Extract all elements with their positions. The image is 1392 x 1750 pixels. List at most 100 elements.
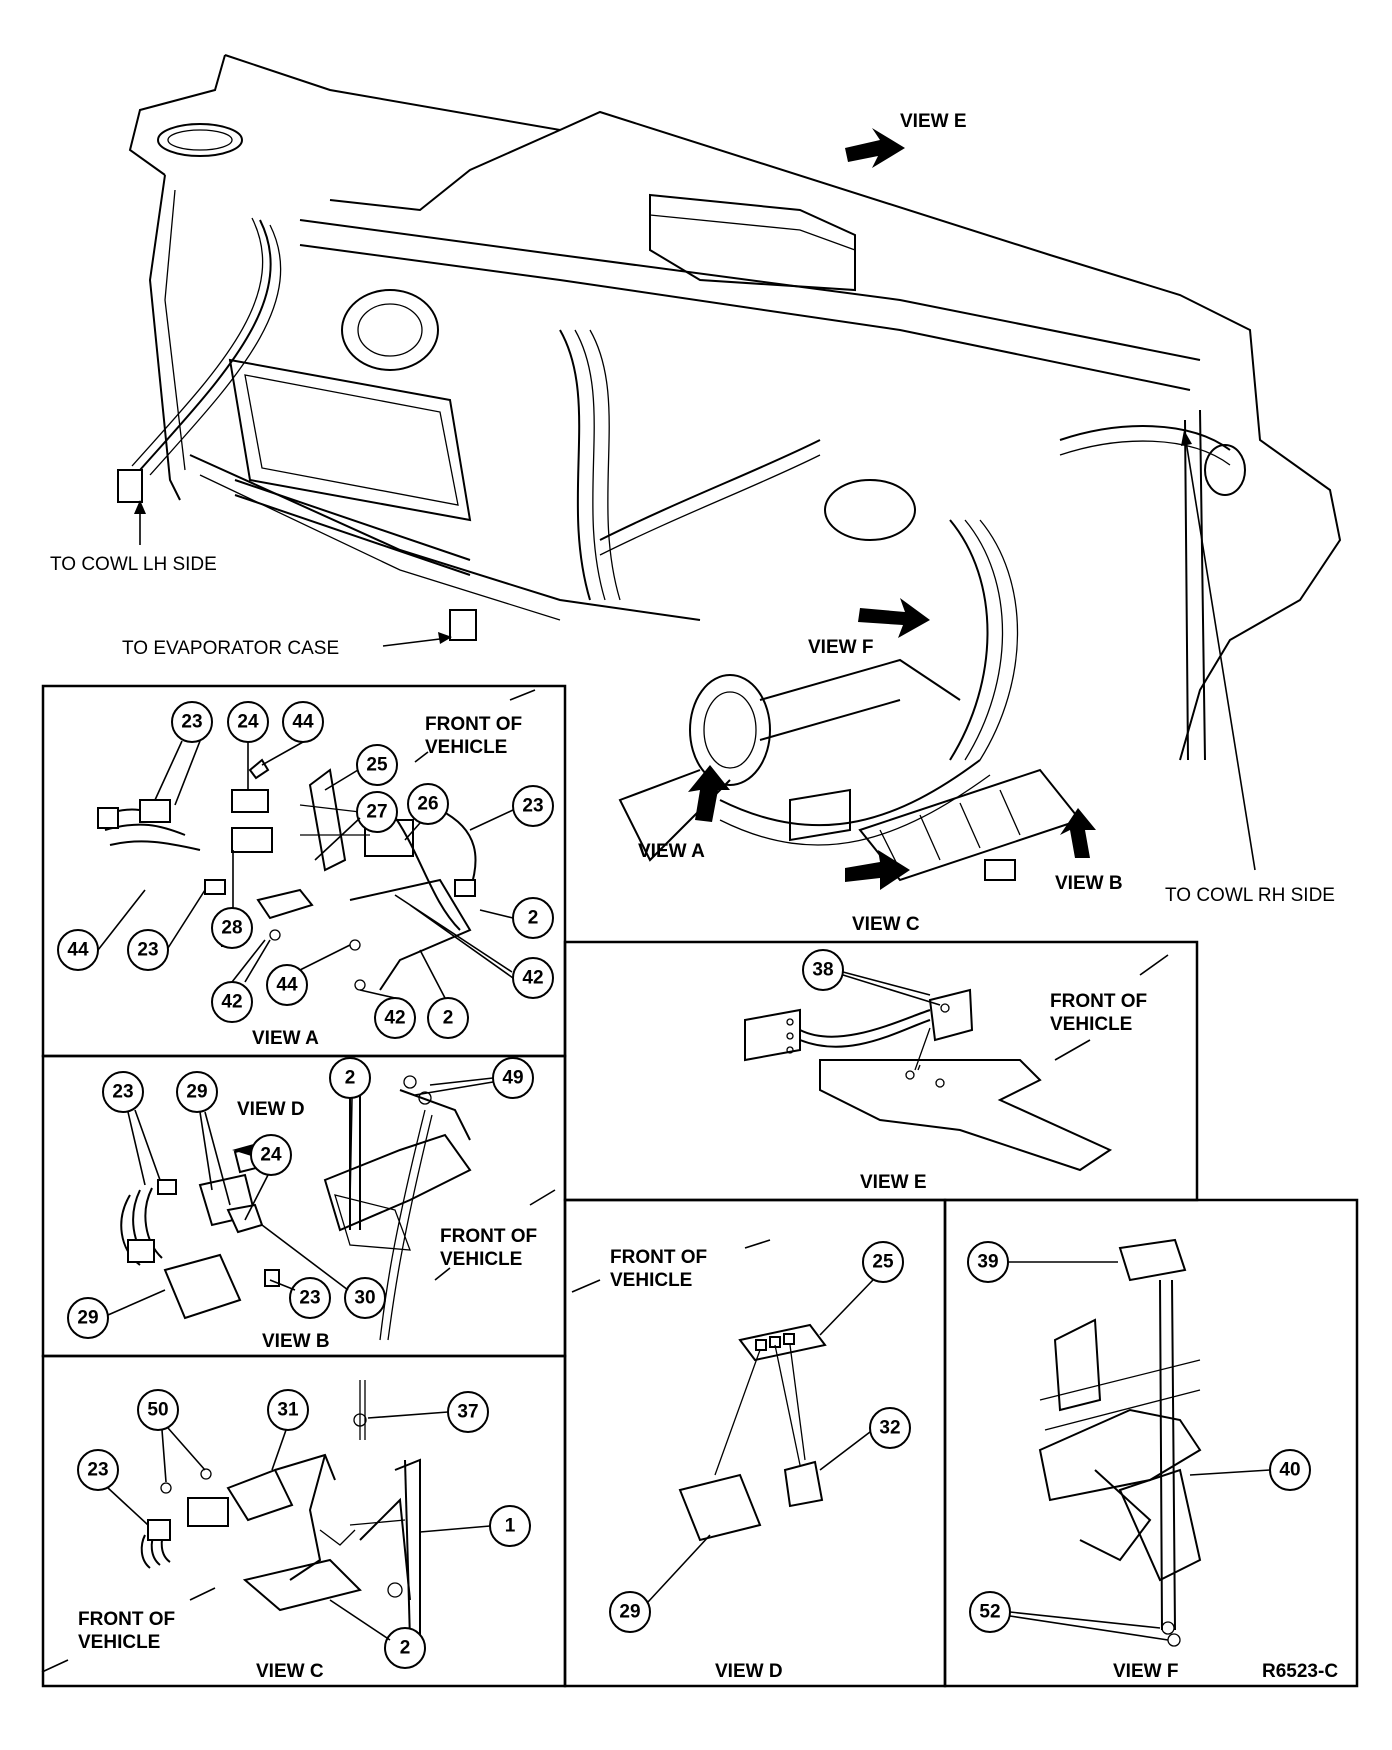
svg-text:24: 24: [237, 712, 259, 733]
svg-text:52: 52: [979, 1602, 1000, 1623]
callout: 27: [356, 791, 398, 833]
svg-text:44: 44: [67, 940, 89, 961]
callout: 50: [137, 1389, 179, 1431]
callout: 24: [250, 1134, 292, 1176]
evaporator-label: TO EVAPORATOR CASE: [122, 632, 452, 659]
svg-text:30: 30: [354, 1288, 375, 1309]
view-e-detail: [744, 988, 1113, 1172]
callout: 2: [329, 1057, 371, 1099]
view-b-caption: VIEW B: [262, 1331, 330, 1352]
callout: 40: [1269, 1449, 1311, 1491]
callout: 39: [967, 1241, 1009, 1283]
view-c-caption: VIEW C: [256, 1661, 324, 1682]
trim-strip: [234, 479, 471, 576]
svg-text:VEHICLE: VEHICLE: [610, 1270, 692, 1291]
view-b-d-pointer: VIEW D: [237, 1099, 305, 1120]
reference-code: R6523-C: [1262, 1661, 1338, 1682]
svg-text:29: 29: [186, 1082, 207, 1103]
svg-text:44: 44: [276, 975, 298, 996]
callout: 38: [802, 949, 844, 991]
svg-text:FRONT OF: FRONT OF: [610, 1247, 707, 1268]
callout: 23: [289, 1277, 331, 1319]
view-e-caption: VIEW E: [860, 1172, 927, 1193]
view-f-pointer: VIEW F: [808, 598, 930, 658]
svg-text:VIEW F: VIEW F: [808, 637, 873, 658]
svg-text:49: 49: [502, 1068, 523, 1089]
callout: 49: [492, 1057, 534, 1099]
callout: 23: [512, 785, 554, 827]
lh-cowl-connector: [117, 469, 143, 503]
view-c-detail: [140, 1380, 421, 1651]
callout: 44: [266, 964, 308, 1006]
view-f-detail: [1038, 1238, 1202, 1647]
callout: 23: [127, 929, 169, 971]
svg-text:23: 23: [299, 1288, 320, 1309]
svg-text:42: 42: [522, 968, 543, 989]
evaporator-connector: [449, 609, 477, 641]
lh-cowl-label: TO COWL LH SIDE: [50, 500, 217, 575]
svg-text:FRONT OF: FRONT OF: [1050, 991, 1147, 1012]
callout: 28: [211, 907, 253, 949]
view-e-callouts: 38: [802, 949, 941, 1006]
svg-text:38: 38: [812, 960, 833, 981]
view-a-callouts: 23 24 44 25 27 26 23 44 28 23 2 42 44 42…: [57, 701, 554, 1039]
main-wire-harness: [131, 217, 1231, 846]
svg-text:42: 42: [221, 992, 242, 1013]
svg-text:VIEW E: VIEW E: [900, 111, 967, 132]
svg-text:TO COWL RH SIDE: TO COWL RH SIDE: [1165, 885, 1335, 906]
svg-text:23: 23: [112, 1082, 133, 1103]
svg-text:TO EVAPORATOR CASE: TO EVAPORATOR CASE: [122, 638, 339, 659]
svg-text:28: 28: [221, 918, 242, 939]
callout: 52: [969, 1591, 1011, 1633]
svg-text:37: 37: [457, 1402, 478, 1423]
svg-text:24: 24: [260, 1145, 282, 1166]
svg-text:FRONT OF: FRONT OF: [425, 714, 522, 735]
panel-view-f: [943, 1198, 1359, 1688]
view-d-callouts: 25 32 29: [609, 1241, 911, 1633]
callout: 44: [57, 929, 99, 971]
svg-text:1: 1: [505, 1516, 516, 1537]
view-f-callouts: 39 40 52: [967, 1241, 1311, 1641]
callout: 2: [512, 897, 554, 939]
svg-text:VIEW D: VIEW D: [237, 1099, 305, 1120]
steering-column-boot: [618, 658, 961, 862]
view-d-caption: VIEW D: [715, 1661, 783, 1682]
svg-text:TO COWL LH SIDE: TO COWL LH SIDE: [50, 554, 217, 575]
svg-text:VIEW C: VIEW C: [852, 914, 920, 935]
panel-view-e: [563, 940, 1199, 1202]
svg-text:VEHICLE: VEHICLE: [1050, 1014, 1132, 1035]
svg-text:29: 29: [77, 1308, 98, 1329]
callout: 23: [171, 701, 213, 743]
svg-text:VEHICLE: VEHICLE: [425, 737, 507, 758]
rh-cowl-label: TO COWL RH SIDE: [1165, 430, 1335, 906]
svg-text:VEHICLE: VEHICLE: [440, 1249, 522, 1270]
svg-text:50: 50: [147, 1400, 168, 1421]
callout: 1: [489, 1505, 531, 1547]
callout: 29: [609, 1591, 651, 1633]
view-c-callouts: 50 31 37 23 1 2: [77, 1389, 531, 1669]
view-f-caption: VIEW F: [1113, 1661, 1178, 1682]
svg-text:29: 29: [619, 1602, 640, 1623]
svg-text:VIEW B: VIEW B: [1055, 873, 1123, 894]
callout: 25: [862, 1241, 904, 1283]
view-b-pointer: VIEW B: [1055, 808, 1123, 894]
view-a-caption: VIEW A: [252, 1028, 319, 1049]
view-b-callouts: 23 29 24 2 49 29 23 30: [67, 1057, 534, 1339]
svg-text:FRONT OF: FRONT OF: [78, 1609, 175, 1630]
callout: 32: [869, 1407, 911, 1449]
view-d-detail: [678, 1323, 827, 1542]
callout: 42: [374, 997, 416, 1039]
svg-text:44: 44: [292, 712, 314, 733]
view-b-detail: [120, 1075, 472, 1341]
svg-text:2: 2: [345, 1068, 356, 1089]
view-d-front-label: FRONT OF VEHICLE: [571, 1239, 771, 1293]
callout: 26: [407, 783, 449, 825]
svg-text:VEHICLE: VEHICLE: [78, 1632, 160, 1653]
svg-text:25: 25: [872, 1252, 894, 1273]
callout: 42: [211, 981, 253, 1023]
callout: 25: [356, 744, 398, 786]
view-e-pointer: VIEW E: [845, 111, 967, 168]
view-e-front-label: FRONT OF VEHICLE: [1050, 954, 1169, 1061]
callout: 37: [447, 1391, 489, 1433]
svg-text:27: 27: [366, 802, 387, 823]
